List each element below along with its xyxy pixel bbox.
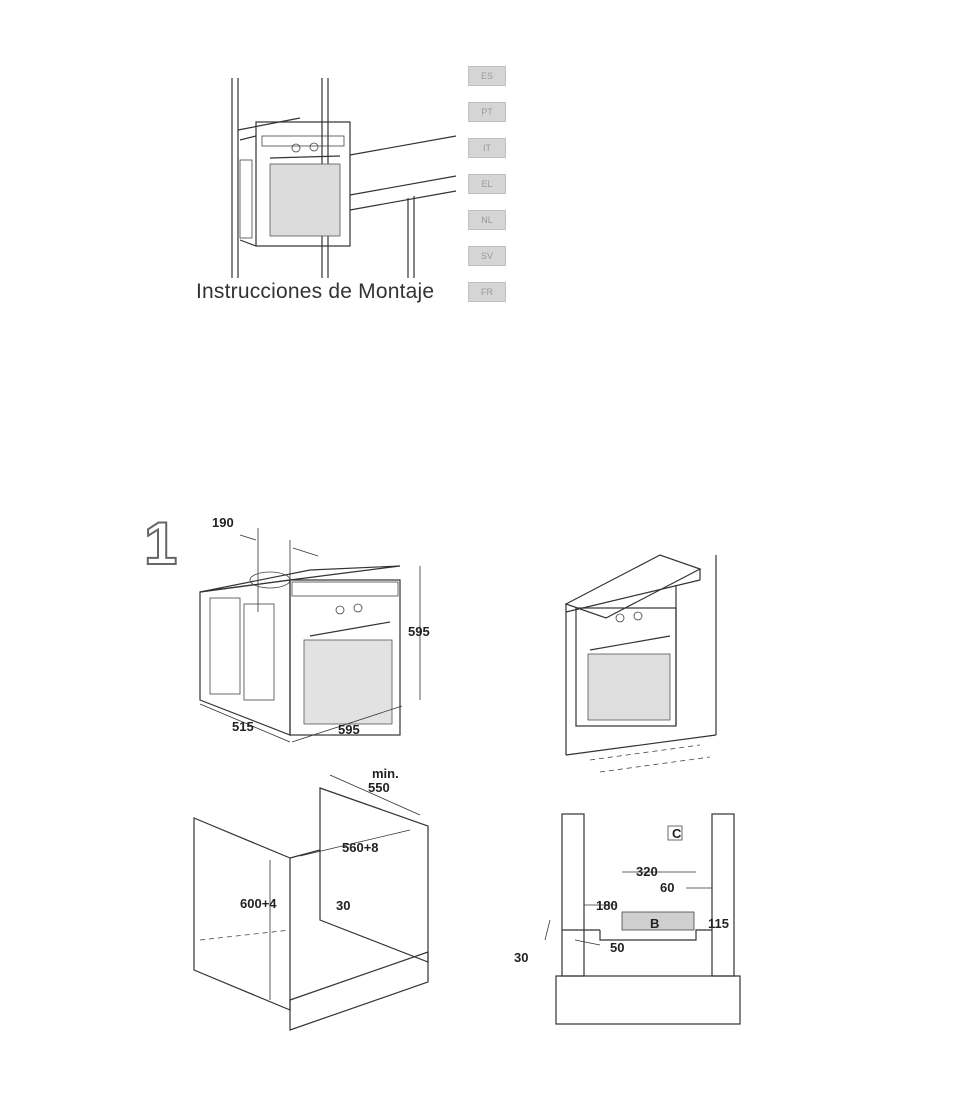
dim-30-base: 30 bbox=[514, 950, 528, 965]
label-b: B bbox=[650, 916, 659, 931]
dim-50: 50 bbox=[610, 940, 624, 955]
dim-180: 180 bbox=[596, 898, 618, 913]
dim-320: 320 bbox=[636, 864, 658, 879]
dim-60: 60 bbox=[660, 880, 674, 895]
label-c: C bbox=[672, 826, 682, 841]
dim-115: 115 bbox=[708, 916, 729, 931]
